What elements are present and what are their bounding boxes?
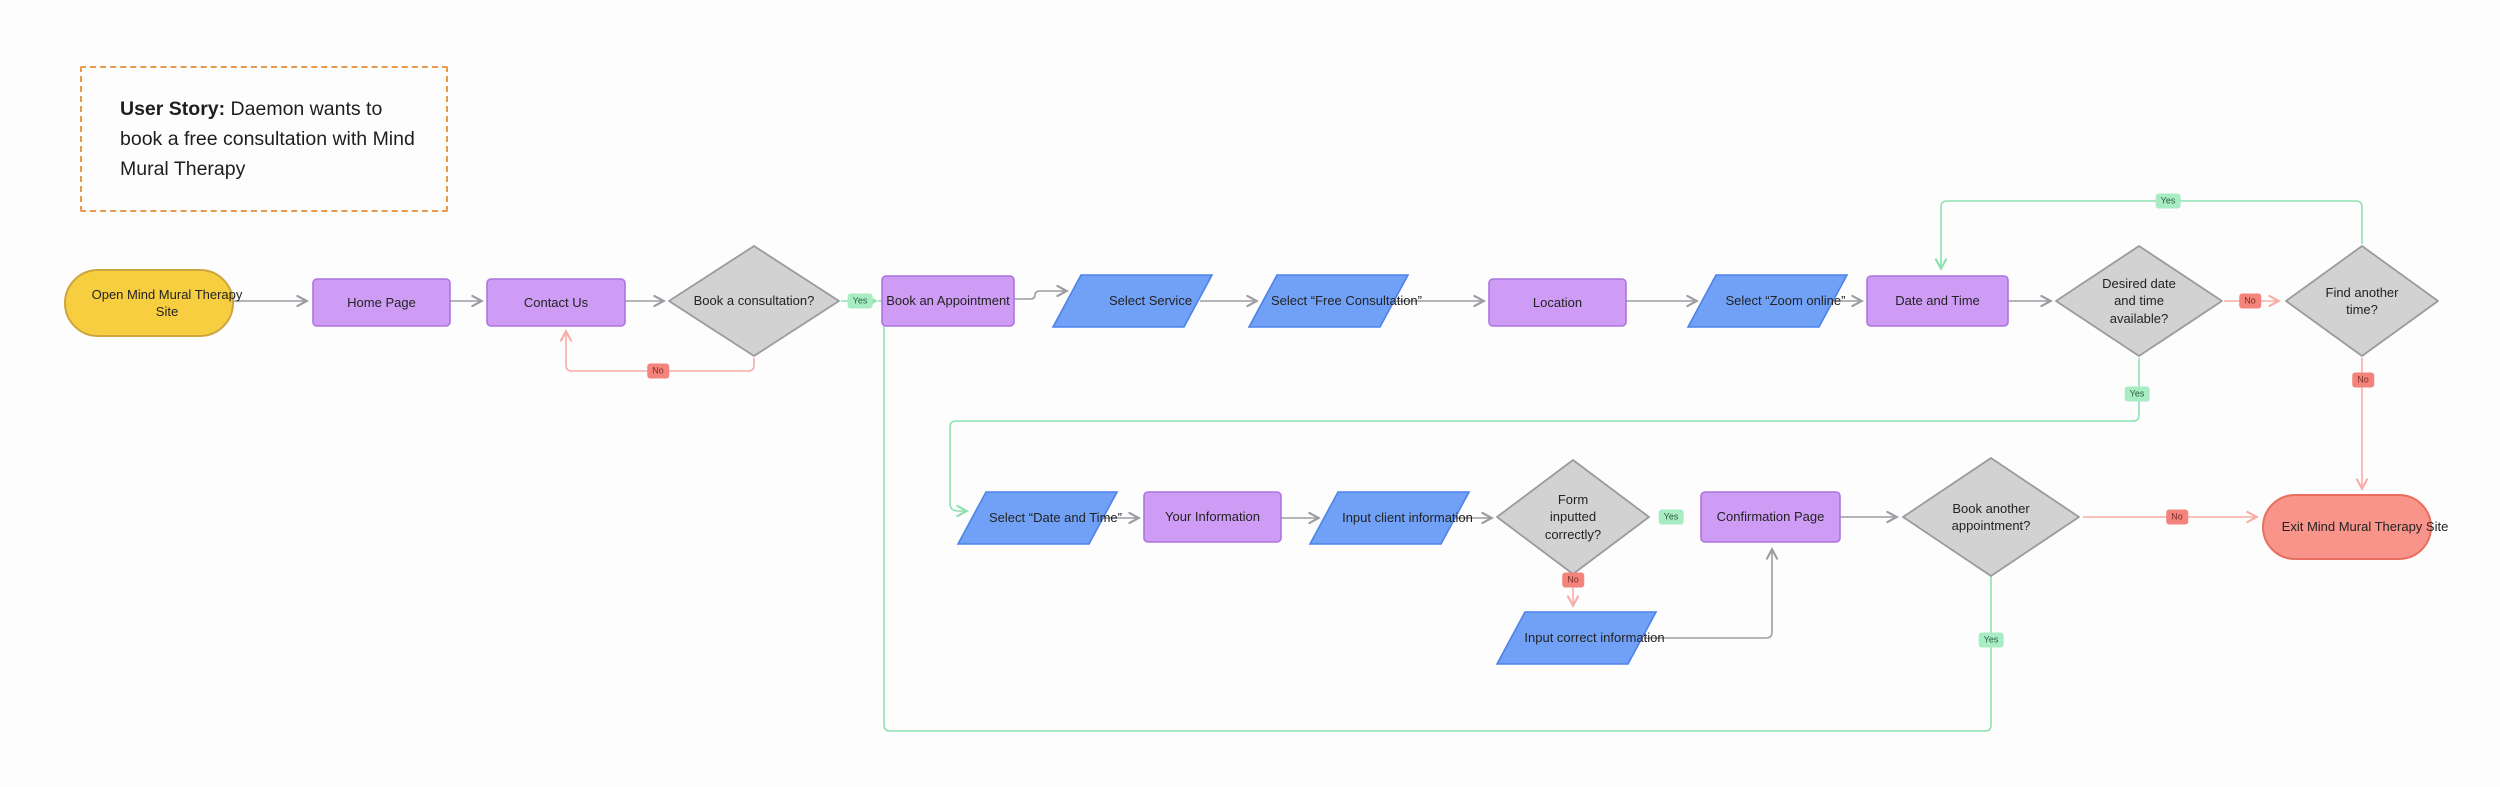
node-zoomonline-shape[interactable] <box>1686 274 1849 328</box>
edge-bookappt-selectservice[interactable] <box>1014 284 1069 300</box>
user-story-note[interactable]: User Story: Daemon wants to book a free … <box>80 66 448 212</box>
node-decision2-shape[interactable] <box>2055 245 2223 357</box>
node-selectdatetime-shape[interactable] <box>956 491 1119 545</box>
node-inputclient-shape[interactable] <box>1308 491 1471 545</box>
badge-yes-decision5[interactable]: Yes <box>1978 632 2004 648</box>
node-homepage-shape[interactable] <box>312 278 451 327</box>
node-start-shape[interactable] <box>64 269 234 337</box>
node-bookappt-shape[interactable] <box>881 275 1015 327</box>
node-freeconsult-shape[interactable] <box>1247 274 1410 328</box>
node-contactus-shape[interactable] <box>486 278 626 327</box>
badge-yes-decision2[interactable]: Yes <box>2124 386 2150 402</box>
badge-no-decision2[interactable]: No <box>2239 293 2261 309</box>
node-decision3-shape[interactable] <box>2285 245 2439 357</box>
badge-yes-decision4[interactable]: Yes <box>1658 509 1684 525</box>
badge-yes-decision1[interactable]: Yes <box>847 293 873 309</box>
node-confirmation-shape[interactable] <box>1700 491 1841 543</box>
node-location-shape[interactable] <box>1488 278 1627 327</box>
user-story-text: Daemon wants to book a free consultation… <box>120 98 415 181</box>
node-selectservice-shape[interactable] <box>1051 274 1214 328</box>
node-yourinfo-shape[interactable] <box>1143 491 1282 543</box>
edge-inputcorrect-confirmation[interactable] <box>1644 547 1779 639</box>
node-decision1-shape[interactable] <box>668 245 840 357</box>
node-decision4-shape[interactable] <box>1496 459 1650 575</box>
badge-no-decision1[interactable]: No <box>647 363 669 379</box>
user-story-prefix: User Story: <box>120 98 226 120</box>
node-exit-shape[interactable] <box>2262 494 2432 560</box>
node-inputcorrect-shape[interactable] <box>1495 611 1658 665</box>
node-datetime-shape[interactable] <box>1866 275 2009 327</box>
badge-no-findanother[interactable]: No <box>2352 372 2374 388</box>
edge-decision2-yes-loop[interactable] <box>949 358 2140 518</box>
badge-no-decision4[interactable]: No <box>1562 572 1584 588</box>
edge-findanother-yes-loop[interactable] <box>1934 200 2363 271</box>
node-decision5-shape[interactable] <box>1902 457 2080 577</box>
badge-yes-findanother[interactable]: Yes <box>2155 193 2181 209</box>
badge-no-decision5[interactable]: No <box>2166 509 2188 525</box>
